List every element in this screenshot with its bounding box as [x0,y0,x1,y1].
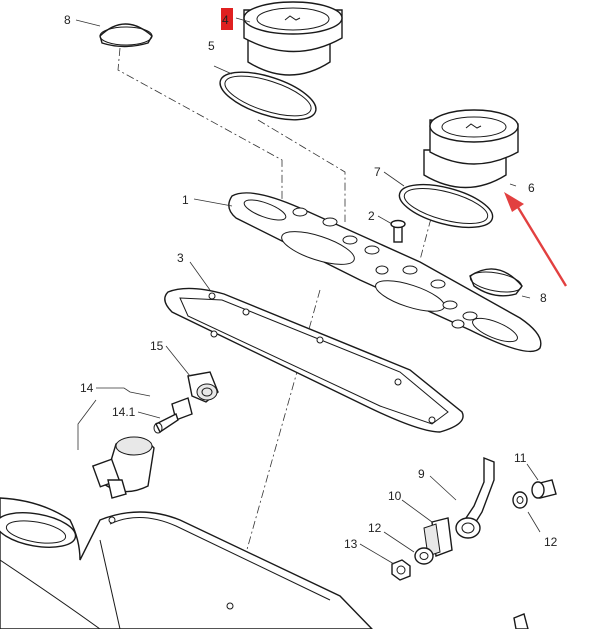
part-7-ring [398,183,494,229]
callout-4: 4 [222,13,229,27]
part-13-nut [391,559,411,581]
callout-2: 2 [368,209,375,223]
callout-8-right: 8 [540,291,547,305]
part-1-plate [228,192,542,353]
callout-13: 13 [344,537,358,551]
callout-9: 9 [418,467,425,481]
bottom-housing [0,497,374,630]
callout-1: 1 [182,193,189,207]
callout-14: 14 [80,381,94,395]
part-6-cup [423,109,519,189]
part-14-1-key [153,397,193,434]
callout-11: 11 [514,451,527,465]
callout-5: 5 [208,39,215,53]
small-bolt-bottom [513,613,529,630]
part-15-grommet [187,371,219,403]
callout-6: 6 [528,181,535,195]
callout-10: 10 [388,489,402,503]
callout-8-top: 8 [64,13,71,27]
callout-14-1: 14.1 [112,405,136,419]
callout-12-right: 12 [544,535,558,549]
callout-15: 15 [150,339,164,353]
callout-7: 7 [374,165,381,179]
part-9-bracket [455,456,495,539]
leader-lines [75,17,541,565]
part-3-frame [164,287,464,433]
part-14-switch [91,436,155,499]
part-5-ring [219,71,317,121]
part-4-cup [243,1,343,76]
callout-3: 3 [177,251,184,265]
part-8-cap-top [99,23,153,48]
red-pointer-arrow [504,192,568,287]
label-4-highlight [221,8,233,30]
part-8-cap-right [469,268,523,297]
part-12-washer-left [414,547,434,565]
callout-12-left: 12 [368,521,382,535]
part-11-bolt [531,479,557,499]
part-10-clip [423,517,453,557]
part-12-washer-right [512,491,528,509]
part-2-screw [390,219,406,243]
